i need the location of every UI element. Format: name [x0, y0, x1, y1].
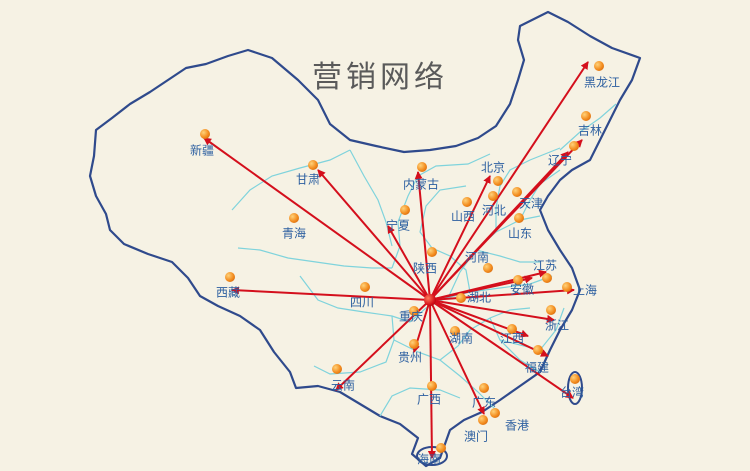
arrow-ningxia — [387, 225, 431, 301]
province-label-anhui: 安徽 — [509, 282, 535, 297]
province-label-fujian: 福建 — [524, 360, 550, 375]
marker-sichuan — [360, 282, 370, 292]
province-label-shanxi: 山西 — [450, 209, 476, 224]
province-label-beijing: 北京 — [480, 160, 506, 175]
marker-neimenggu — [417, 162, 427, 172]
province-label-heilongjiang: 黑龙江 — [583, 75, 621, 90]
province-label-shanghai: 上海 — [572, 283, 598, 298]
marker-jiangxi — [507, 324, 517, 334]
province-label-jiangxi: 江西 — [499, 331, 525, 346]
arrow-taiwan — [429, 299, 574, 399]
province-label-xizang: 西藏 — [215, 285, 241, 300]
arrow-gansu — [317, 169, 431, 301]
province-label-sichuan: 四川 — [349, 295, 375, 310]
arrow-liaoning — [429, 151, 569, 301]
marker-henan — [483, 263, 493, 273]
china-outline — [88, 10, 642, 468]
province-label-taiwan: 台湾 — [559, 385, 585, 400]
province-label-hainan: 海南 — [416, 452, 442, 467]
marker-hunan — [450, 326, 460, 336]
province-label-neimenggu: 内蒙古 — [402, 177, 440, 192]
arrow-fujian — [429, 299, 549, 357]
marker-xianggang — [490, 408, 500, 418]
map-title: 营销网络 — [312, 60, 448, 95]
hub-marker-chongqing — [424, 294, 436, 306]
province-label-zhejiang: 浙江 — [544, 318, 570, 333]
marker-hebei — [488, 191, 498, 201]
province-label-hubei: 湖北 — [466, 290, 492, 305]
province-borders — [231, 103, 617, 417]
marker-anhui — [513, 275, 523, 285]
marker-heilongjiang — [594, 61, 604, 71]
province-label-henan: 河南 — [464, 250, 490, 265]
province-label-tianjin: 天津 — [518, 196, 544, 211]
marker-guizhou — [409, 339, 419, 349]
marker-shanghai — [562, 282, 572, 292]
arrow-xizang — [231, 286, 431, 301]
marker-yunnan — [332, 364, 342, 374]
arrow-zhejiang — [429, 299, 555, 323]
province-label-xianggang: 香港 — [504, 418, 530, 433]
marker-liaoning — [569, 141, 579, 151]
marker-guangdong — [479, 383, 489, 393]
marker-xizang — [225, 272, 235, 282]
province-label-jilin: 吉林 — [577, 123, 603, 138]
province-label-qinghai: 青海 — [281, 226, 307, 241]
marker-qinghai — [289, 213, 299, 223]
province-label-guizhou: 贵州 — [397, 350, 423, 365]
arrow-heilongjiang — [429, 61, 589, 301]
marker-guangxi — [427, 381, 437, 391]
marker-xinjiang — [200, 129, 210, 139]
province-label-shaanxi: 陕西 — [412, 261, 438, 276]
arrow-beijing — [429, 175, 491, 301]
marker-zhejiang — [546, 305, 556, 315]
province-label-shandong: 山东 — [507, 226, 533, 241]
province-label-yunnan: 云南 — [330, 378, 356, 393]
province-label-chongqing: 重庆 — [398, 309, 424, 324]
province-label-hebei: 河北 — [481, 203, 507, 218]
marker-fujian — [533, 345, 543, 355]
marker-chongqing — [409, 306, 419, 316]
arrow-hainan — [427, 299, 436, 459]
arrow-shanghai — [429, 286, 575, 301]
province-label-guangxi: 广西 — [416, 392, 442, 407]
arrow-neimenggu — [414, 171, 431, 301]
province-label-gansu: 甘肃 — [295, 172, 321, 187]
province-label-aomen: 澳门 — [463, 429, 489, 444]
marker-beijing — [493, 176, 503, 186]
marker-shaanxi — [427, 247, 437, 257]
province-label-jiangsu: 江苏 — [532, 258, 558, 273]
marker-tianjin — [512, 187, 522, 197]
marker-jiangsu — [542, 273, 552, 283]
arrow-xinjiang — [203, 137, 431, 301]
province-label-guangdong: 广东 — [471, 395, 497, 410]
marker-gansu — [308, 160, 318, 170]
marker-hainan — [436, 443, 446, 453]
marker-aomen — [478, 415, 488, 425]
marker-taiwan — [570, 374, 580, 384]
arrow-guangdong — [429, 299, 485, 415]
province-label-ningxia: 宁夏 — [385, 218, 411, 233]
province-label-hunan: 湖南 — [448, 331, 474, 346]
marker-shanxi — [462, 197, 472, 207]
marker-ningxia — [400, 205, 410, 215]
marker-shandong — [514, 213, 524, 223]
marker-hubei — [456, 293, 466, 303]
province-label-liaoning: 辽宁 — [547, 153, 573, 168]
province-label-xinjiang: 新疆 — [189, 143, 215, 158]
marker-jilin — [581, 111, 591, 121]
